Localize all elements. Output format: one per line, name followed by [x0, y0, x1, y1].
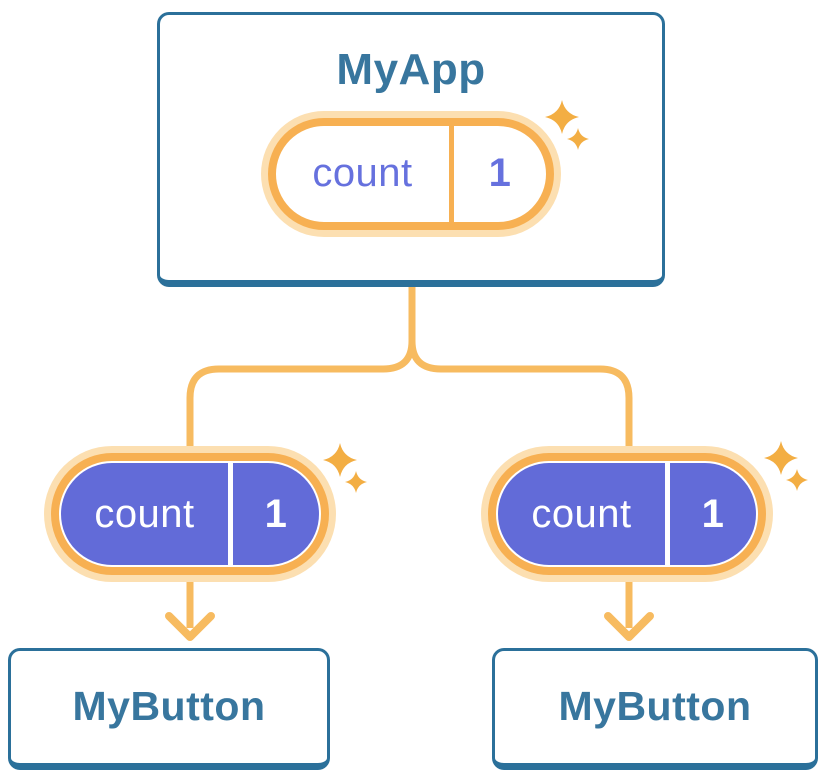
state-pill: count 1	[44, 446, 336, 582]
state-name: count	[531, 491, 632, 536]
sparkle-icon	[545, 100, 589, 150]
connector-right-branch	[408, 287, 633, 628]
root-component-card: MyApp count 1	[157, 12, 665, 287]
arrow-down-icon	[604, 612, 654, 641]
pill-divider	[228, 463, 233, 565]
child-component-card: MyButton	[8, 648, 330, 770]
sparkle-icon	[323, 443, 367, 493]
state-value: 1	[264, 491, 288, 536]
state-pill-border: count 1	[268, 117, 554, 230]
arrow-down-icon	[165, 612, 215, 641]
state-pill-border: count 1	[488, 453, 766, 575]
state-pill-core: count 1	[498, 463, 756, 565]
state-value: 1	[701, 491, 725, 536]
state-name: count	[94, 491, 195, 536]
state-value: 1	[488, 151, 512, 196]
pill-divider	[665, 463, 670, 565]
component-title: MyButton	[72, 683, 266, 730]
state-pill: count 1	[481, 446, 773, 582]
state-pill-border: count 1	[51, 453, 329, 575]
state-pill: count 1	[261, 110, 561, 237]
state-pill-core: count 1	[61, 463, 319, 565]
state-name: count	[312, 151, 413, 196]
pill-divider	[449, 125, 454, 222]
sparkle-icon	[764, 441, 808, 491]
component-title: MyApp	[336, 45, 486, 94]
child-component-card: MyButton	[492, 648, 818, 770]
component-title: MyButton	[558, 683, 752, 730]
